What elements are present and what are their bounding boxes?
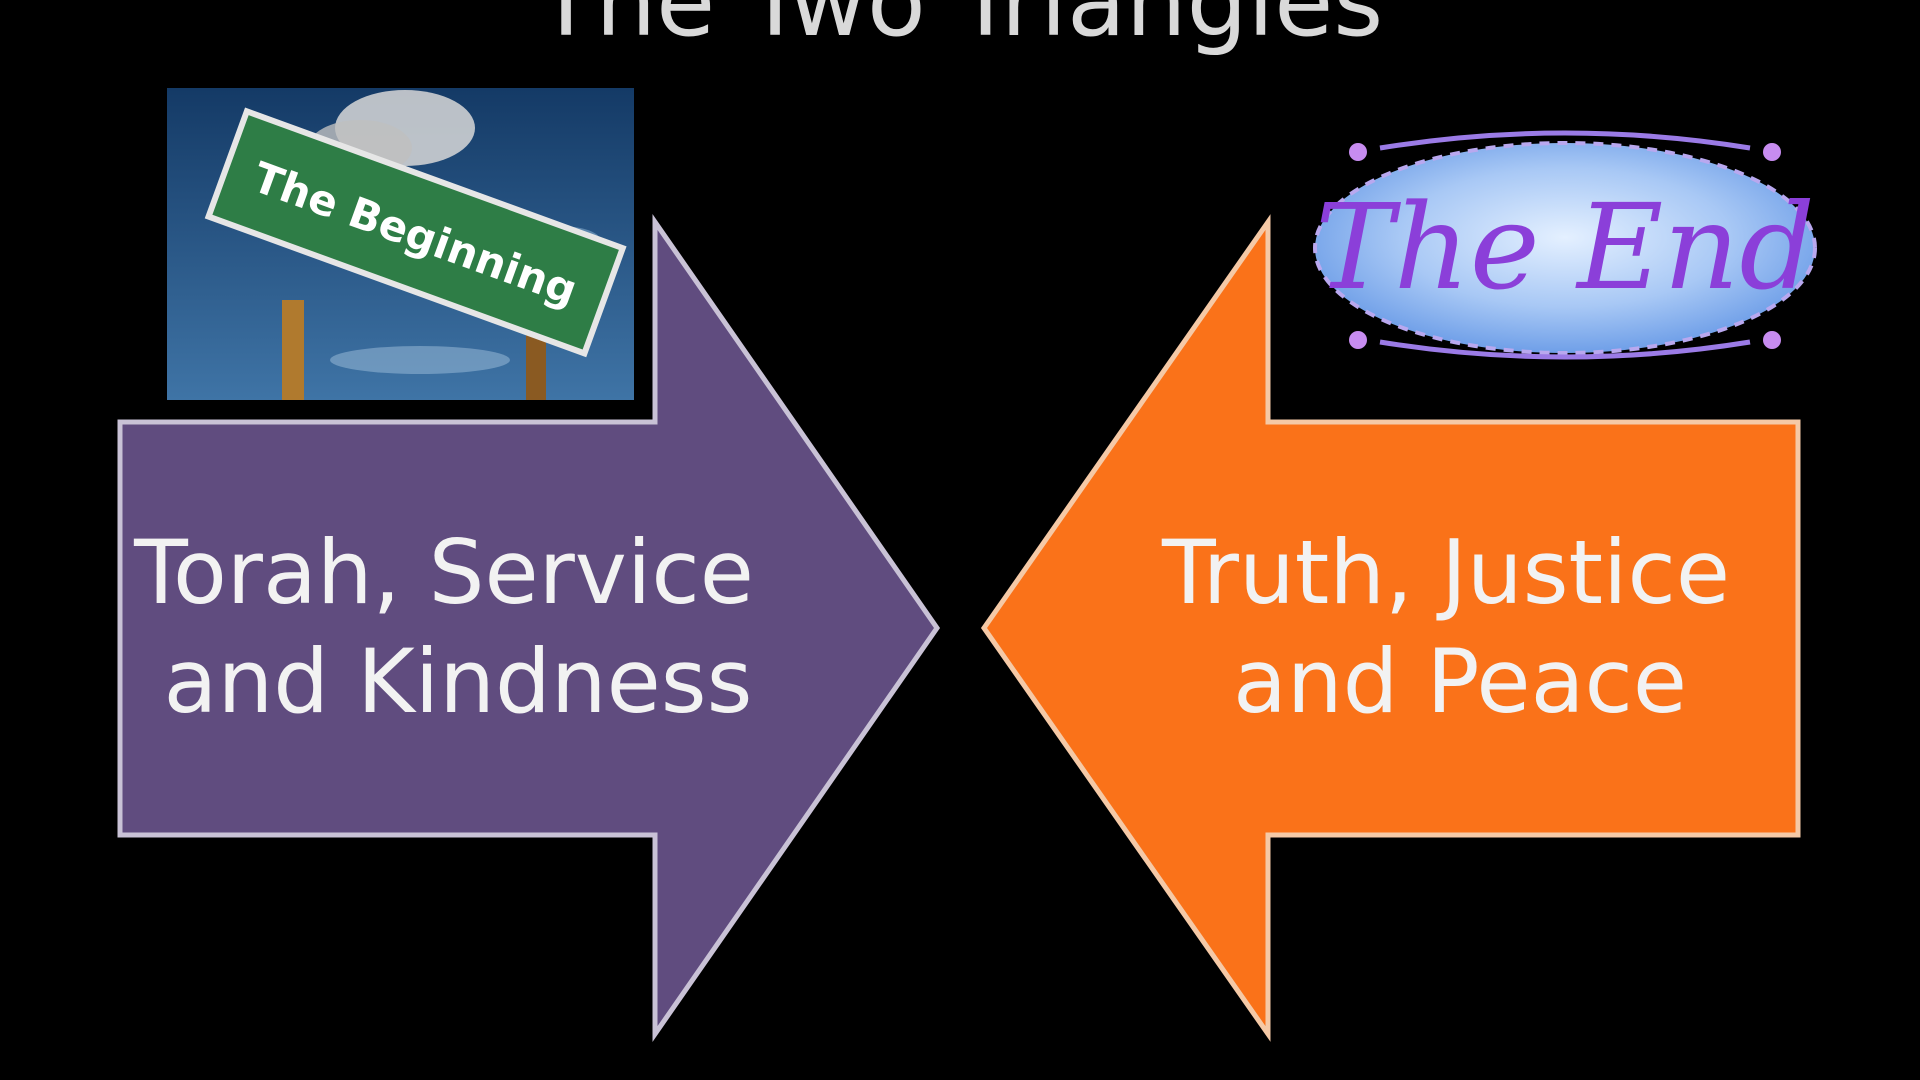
right-arrow-label: Truth, Justice and Peace [1161,521,1758,733]
the-end-image: The End [1313,130,1817,360]
the-end-text: The End [1315,178,1815,316]
left-arrow-shape [117,214,941,1042]
right-arrow-line-2: and Peace [1233,630,1687,733]
right-arrow-line-1: Truth, Justice [1161,521,1730,624]
left-arrow-line-2: and Kindness [164,630,753,733]
slide-title: The Two Triangles [536,0,1384,58]
right-arrow-shape [980,214,1801,1042]
left-arrow-line-1: Torah, Service [133,521,754,624]
left-arrow-label: Torah, Service and Kindness [133,521,782,733]
the-beginning-image: The Beginning [167,88,634,400]
